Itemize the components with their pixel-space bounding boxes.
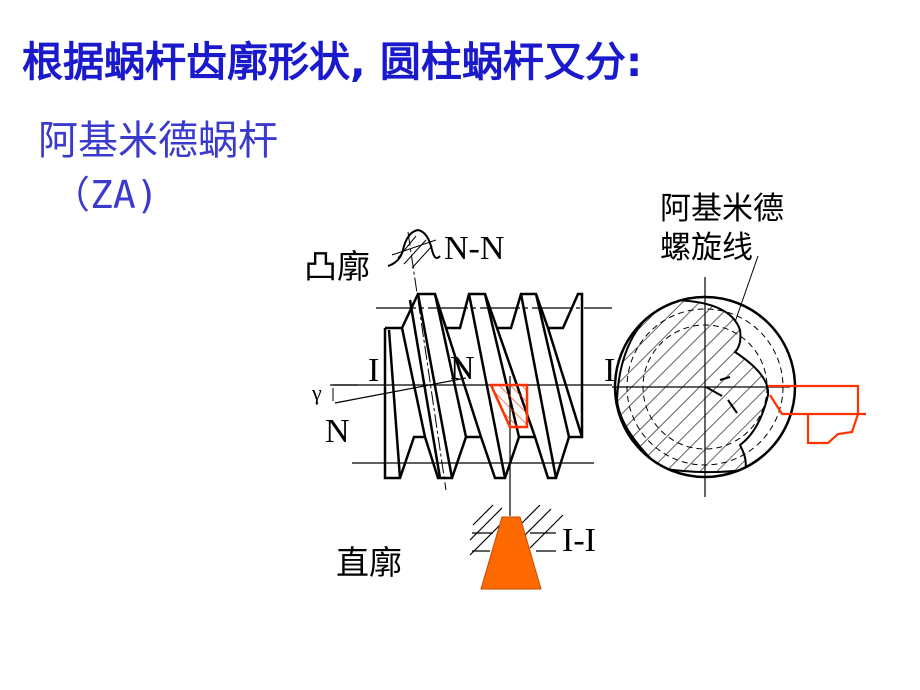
nn-cut-line (407, 231, 447, 491)
nn-section-profile (387, 228, 441, 269)
helix-label-line2: 螺旋线 (660, 230, 753, 266)
section-nn-label: N-N (444, 230, 505, 267)
mark-n-left: N (325, 413, 350, 450)
section-ii-label: I-I (562, 522, 596, 559)
worm-end-view (612, 255, 797, 497)
slide-title: 根据蜗杆齿廓形状, 圆柱蜗杆又分: (22, 38, 643, 86)
straight-profile-label: 直廓 (336, 543, 402, 582)
mark-n-center: N (450, 350, 475, 387)
gamma-label: γ (312, 380, 322, 405)
ii-section-profile (469, 504, 564, 590)
convex-profile-label: 凸廓 (304, 247, 370, 286)
worm-body (330, 292, 612, 480)
mark-i-left: I (368, 352, 380, 389)
worm-type-code: （ZA) (52, 173, 159, 217)
axial-tooth-section (489, 383, 529, 429)
worm-type-heading: 阿基米德蜗杆 (38, 118, 278, 164)
mark-i-right: I (604, 352, 616, 389)
cutting-tool (768, 384, 866, 445)
helix-label-line1: 阿基米德 (660, 191, 784, 227)
